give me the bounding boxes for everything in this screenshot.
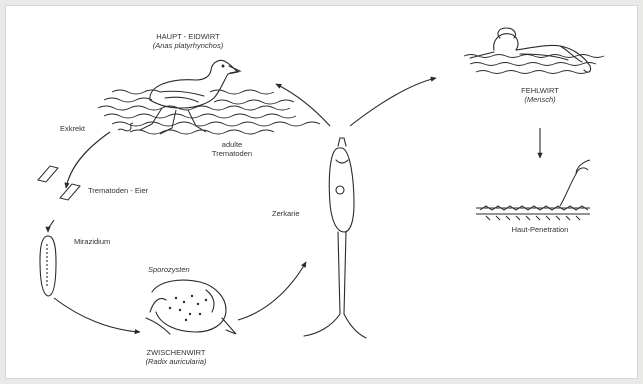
adult-label-2: Trematoden [200, 149, 264, 158]
cercaria-label: Zerkarie [272, 209, 300, 218]
intermediate-host-species: (Radix auricularia) [126, 357, 226, 366]
adult-label: adulte [212, 140, 252, 149]
skin-penetration-illustration [476, 160, 590, 220]
snail-dots [169, 295, 207, 321]
eggs-illustration [38, 166, 80, 200]
main-host-label: HAUPT - EIDWIRT [128, 32, 248, 41]
miracidium-label: Mirazidium [74, 237, 110, 246]
eggs-label: Trematoden - Eier [88, 186, 148, 195]
miracidium-illustration [40, 236, 56, 296]
excreta-label: Exkrekt [60, 124, 85, 133]
intermediate-host-label: ZWISCHENWIRT [126, 348, 226, 357]
penetration-label: Haut-Penetration [490, 225, 590, 234]
main-host-species: (Anas platyrhynchos) [128, 41, 248, 50]
sporocysts-label: Sporozysten [148, 265, 190, 274]
false-host-species: (Mensch) [500, 95, 580, 104]
cercaria-illustration [304, 138, 366, 338]
snail-illustration [146, 280, 236, 334]
false-host-label: FEHLWIRT [500, 86, 580, 95]
